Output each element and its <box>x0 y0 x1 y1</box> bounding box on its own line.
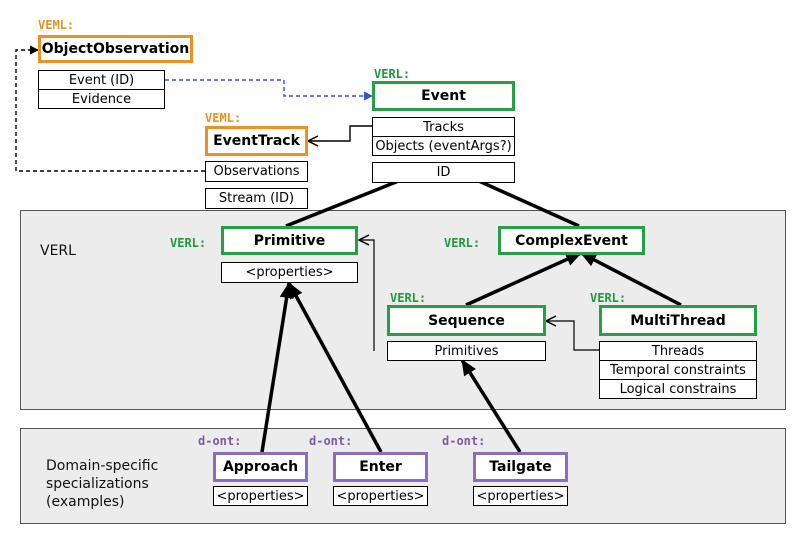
verl-panel-label: VERL <box>40 243 76 259</box>
event-attr-id: ID <box>372 162 515 183</box>
verl-tag: VERL: <box>390 291 427 305</box>
event-attr-tracks: Tracks <box>372 117 515 137</box>
dont-tag: d-ont: <box>309 434 353 448</box>
tracks-reference-arrow <box>308 125 372 141</box>
sequence-attr-primitives: Primitives <box>387 341 546 361</box>
verl-tag: VERL: <box>374 67 411 81</box>
tailgate-attr-properties: <properties> <box>473 486 568 506</box>
multithread-attr-threads: Threads <box>599 341 757 361</box>
enter-extends-primitive-arrow <box>287 282 383 453</box>
multithread-class: MultiThread <box>599 305 757 336</box>
objectobservation-attr-event-id: Event (ID) <box>38 70 165 90</box>
dont-tag: d-ont: <box>442 434 486 448</box>
domain-panel-label: Domain-specific specializations (example… <box>46 458 159 510</box>
objectobservation-class: ObjectObservation <box>38 35 193 63</box>
event-class: Event <box>372 81 515 111</box>
eventtrack-attr-observations: Observations <box>205 161 308 182</box>
complexevent-class: ComplexEvent <box>498 226 645 255</box>
primitive-attr-properties: <properties> <box>221 262 358 283</box>
threads-reference-arrow <box>546 321 599 351</box>
primitives-reference-arrow <box>359 240 375 351</box>
multithread-attr-logical-constrains: Logical constrains <box>599 379 757 399</box>
event-id-reference-arrow <box>165 79 373 101</box>
eventtrack-attr-stream-id: Stream (ID) <box>205 188 308 209</box>
multithread-attr-temporal-constraints: Temporal constraints <box>599 360 757 380</box>
primitive-class: Primitive <box>221 226 358 255</box>
sequence-class: Sequence <box>387 305 546 336</box>
observations-reference-arrow <box>15 45 205 172</box>
verl-tag: VERL: <box>444 236 481 250</box>
veml-tag: VEML: <box>205 111 242 125</box>
sequence-extends-complexevent-arrow <box>465 251 582 307</box>
enter-attr-properties: <properties> <box>333 486 428 506</box>
objectobservation-attr-evidence: Evidence <box>38 89 165 109</box>
approach-extends-primitive-arrow <box>260 282 294 453</box>
eventtrack-class: EventTrack <box>205 126 308 156</box>
event-attr-objects: Objects (eventArgs?) <box>372 136 515 156</box>
approach-class: Approach <box>213 452 308 482</box>
verl-tag: VERL: <box>170 236 207 250</box>
verl-tag: VERL: <box>590 291 627 305</box>
approach-attr-properties: <properties> <box>213 486 308 506</box>
veml-tag: VEML: <box>38 18 75 32</box>
tailgate-class: Tailgate <box>473 452 568 482</box>
multithread-extends-complexevent-arrow <box>580 251 682 307</box>
enter-class: Enter <box>333 452 428 482</box>
dont-tag: d-ont: <box>198 434 242 448</box>
tailgate-extends-sequence-arrow <box>460 359 522 453</box>
